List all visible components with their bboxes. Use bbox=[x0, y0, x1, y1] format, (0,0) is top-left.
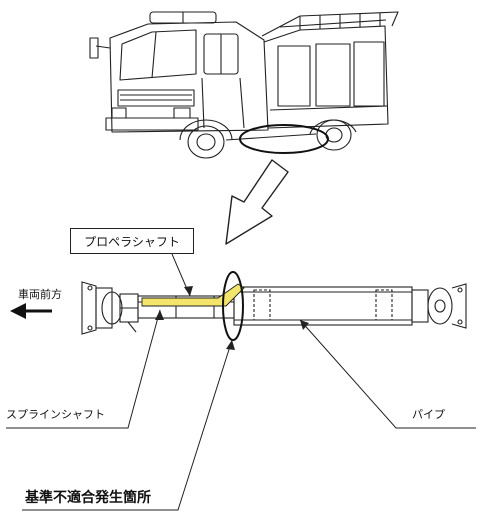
spline-shaft-label: スプラインシャフト bbox=[6, 408, 105, 421]
pipe-label: パイプ bbox=[412, 408, 445, 421]
vehicle-front-label: 車両前方 bbox=[18, 288, 62, 301]
defect-location-label: 基準不適合発生箇所 bbox=[25, 490, 151, 506]
defect-ellipse bbox=[222, 271, 244, 341]
fire-truck-illustration bbox=[89, 11, 399, 159]
leader-arrowhead bbox=[226, 340, 235, 350]
propeller-shaft-assembly bbox=[81, 281, 467, 335]
arrow-left-icon bbox=[10, 303, 52, 319]
leader-arrowhead bbox=[300, 320, 309, 330]
propeller-shaft-label: プロペラシャフト bbox=[84, 234, 180, 249]
leader-lines bbox=[6, 253, 476, 511]
leader-arrowhead bbox=[184, 286, 193, 296]
spline-highlight bbox=[141, 283, 245, 307]
leader-arrowhead bbox=[155, 310, 164, 320]
down-left-arrow-icon bbox=[225, 159, 289, 245]
propeller-shaft-callout: プロペラシャフト bbox=[70, 228, 194, 254]
shaft-location-ellipse bbox=[239, 124, 329, 154]
